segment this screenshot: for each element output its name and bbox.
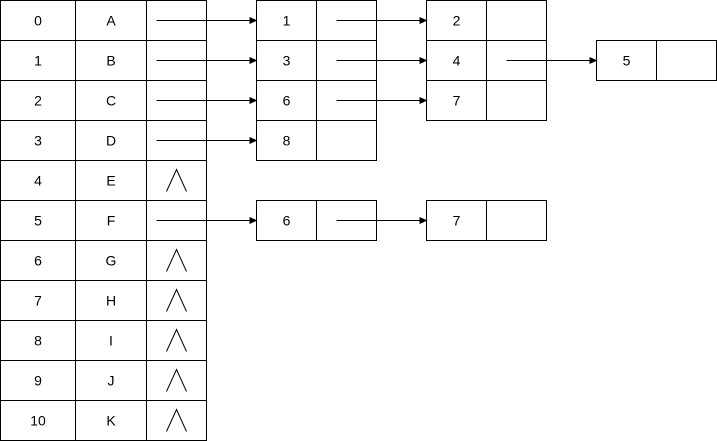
vertex-label: F (107, 213, 116, 229)
vertex-label: D (106, 133, 116, 149)
edge-node: 7 (426, 200, 547, 241)
vertex-label: K (106, 413, 116, 429)
vertex-pointer-cell (146, 400, 207, 441)
vertex-label: J (108, 373, 115, 389)
edge-node-pointer-cell (486, 80, 547, 121)
edge-node-value: 8 (283, 133, 291, 149)
vertex-label: E (106, 173, 115, 189)
edge-chain: 8 (156, 120, 377, 161)
edge-node-value: 7 (453, 213, 461, 229)
vertex-index: 1 (34, 53, 42, 69)
edge-chain: 3 4 5 (156, 40, 717, 81)
vertex-pointer-cell (146, 240, 207, 281)
edge-node-pointer-cell (486, 200, 547, 241)
vertex-index: 9 (34, 373, 42, 389)
vertex-index: 3 (34, 133, 42, 149)
edge-node: 8 (256, 120, 377, 161)
vertex-index: 8 (34, 333, 42, 349)
edge-node-value: 7 (453, 93, 461, 109)
edge-node-value: 6 (283, 93, 291, 109)
vertex-index: 2 (34, 93, 42, 109)
edge-node-value: 3 (283, 53, 291, 69)
vertex-index: 0 (34, 13, 42, 29)
null-pointer-icon (166, 408, 187, 432)
vertex-index: 5 (34, 213, 42, 229)
vertex-label: G (106, 253, 117, 269)
edge-node-value: 5 (623, 53, 631, 69)
edge-node-pointer-cell (316, 120, 377, 161)
edge-node-value: 4 (453, 53, 461, 69)
edge-node: 5 (596, 40, 717, 81)
vertex-index: 7 (34, 293, 42, 309)
null-pointer-icon (166, 168, 187, 192)
null-pointer-icon (166, 328, 187, 352)
vertex-label: H (106, 293, 116, 309)
vertex-label: C (106, 93, 116, 109)
vertex-index: 4 (34, 173, 42, 189)
edge-node-value: 6 (283, 213, 291, 229)
vertex-label: A (106, 13, 116, 29)
edge-node-value: 2 (453, 13, 461, 29)
vertex-pointer-cell (146, 360, 207, 401)
vertex-row: 10 K (0, 400, 207, 441)
edge-node-value: 1 (283, 13, 291, 29)
null-pointer-icon (166, 248, 187, 272)
edge-node-pointer-cell (486, 0, 547, 41)
vertex-index: 6 (34, 253, 42, 269)
vertex-pointer-cell (146, 320, 207, 361)
vertex-pointer-cell (146, 160, 207, 201)
vertex-pointer-cell (146, 280, 207, 321)
vertex-index: 10 (30, 413, 46, 429)
vertex-label: B (106, 53, 115, 69)
edge-node: 7 (426, 80, 547, 121)
edge-node-pointer-cell (656, 40, 717, 81)
null-pointer-icon (166, 368, 187, 392)
null-pointer-icon (166, 288, 187, 312)
edge-node: 2 (426, 0, 547, 41)
vertex-label: I (109, 333, 113, 349)
